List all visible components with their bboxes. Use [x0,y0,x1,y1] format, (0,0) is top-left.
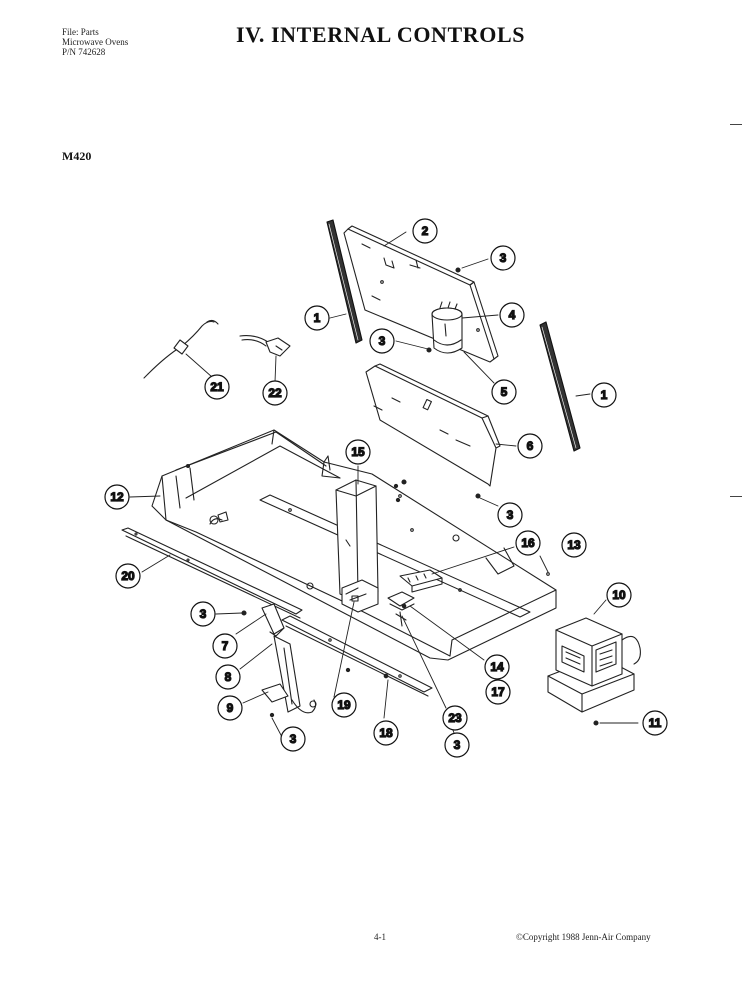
callout-4: 4 [499,302,525,328]
callout-11: 11 [642,710,668,736]
callout-3-c: 3 [497,502,523,528]
svg-text:16: 16 [521,536,535,550]
callout-2: 2 [412,218,438,244]
file-info: File: Parts Microwave Ovens P/N 742628 [62,27,128,57]
page-number: 4-1 [374,932,386,942]
callout-6: 6 [517,433,543,459]
edge-mark-middle [730,496,742,497]
svg-text:12: 12 [110,490,124,504]
callout-1-left: 1 [304,305,330,331]
svg-text:3: 3 [379,334,386,348]
svg-text:21: 21 [210,380,224,394]
callout-1-right: 1 [591,382,617,408]
seal-strip-right [539,321,581,452]
interlock-assembly [261,603,317,718]
copyright: ©Copyright 1988 Jenn-Air Company [516,932,651,942]
page-title: IV. INTERNAL CONTROLS [236,22,526,47]
svg-text:3: 3 [454,738,461,752]
rail-18 [281,615,433,697]
callout-5: 5 [491,379,517,405]
transformer-10 [547,617,641,713]
callout-19: 19 [331,692,357,718]
callout-16: 16 [515,530,541,556]
callout-7: 7 [212,633,238,659]
callout-23: 23 [442,705,468,731]
upper-panel [343,225,499,363]
svg-text:1: 1 [601,388,608,402]
lead-22 [239,335,291,357]
callout-14: 14 [484,654,510,680]
svg-text:3: 3 [507,508,514,522]
callout-12: 12 [104,484,130,510]
seal-strip-left [326,219,363,344]
file-line-1: File: Parts [62,27,99,37]
callout-8: 8 [215,664,241,690]
svg-text:3: 3 [290,732,297,746]
svg-text:5: 5 [501,385,508,399]
callout-22: 22 [262,380,288,406]
svg-text:18: 18 [379,726,393,740]
callout-18: 18 [373,720,399,746]
callout-3-a: 3 [490,245,516,271]
switch-19 [341,579,379,613]
wire-21 [143,319,219,379]
file-line-2: Microwave Ovens [62,37,129,47]
svg-text:10: 10 [612,588,626,602]
callout-13: 13 [561,532,587,558]
svg-text:14: 14 [490,660,504,674]
callout-3-d: 3 [190,601,216,627]
svg-text:3: 3 [200,607,207,621]
callout-21: 21 [204,374,230,400]
callout-9: 9 [217,695,243,721]
callout-15: 15 [345,439,371,465]
callout-17: 17 [485,679,511,705]
callout-3-b: 3 [369,328,395,354]
callout-3-e: 3 [444,732,470,758]
svg-text:15: 15 [351,445,365,459]
leader-lines [129,231,639,738]
callout-10: 10 [606,582,632,608]
svg-text:13: 13 [567,538,581,552]
svg-text:3: 3 [500,251,507,265]
lower-panel [365,363,501,487]
callout-20: 20 [115,563,141,589]
edge-mark-top [730,124,742,125]
callout-3-f: 3 [280,726,306,752]
rail-20 [121,527,303,619]
svg-text:17: 17 [491,685,505,699]
file-line-3: P/N 742628 [62,47,106,57]
svg-text:23: 23 [448,711,462,725]
terminal-block-16 [399,569,443,593]
model-number: M420 [62,149,92,163]
svg-text:22: 22 [268,386,282,400]
svg-text:11: 11 [649,716,662,730]
svg-text:4: 4 [509,308,516,322]
screws [241,267,599,726]
svg-text:1: 1 [314,311,321,325]
svg-text:9: 9 [227,701,234,715]
capacitor [431,301,463,354]
svg-text:7: 7 [222,639,229,653]
svg-text:6: 6 [527,439,534,453]
svg-text:20: 20 [121,569,135,583]
svg-text:8: 8 [225,670,232,684]
svg-text:19: 19 [337,698,351,712]
svg-text:2: 2 [422,224,429,238]
